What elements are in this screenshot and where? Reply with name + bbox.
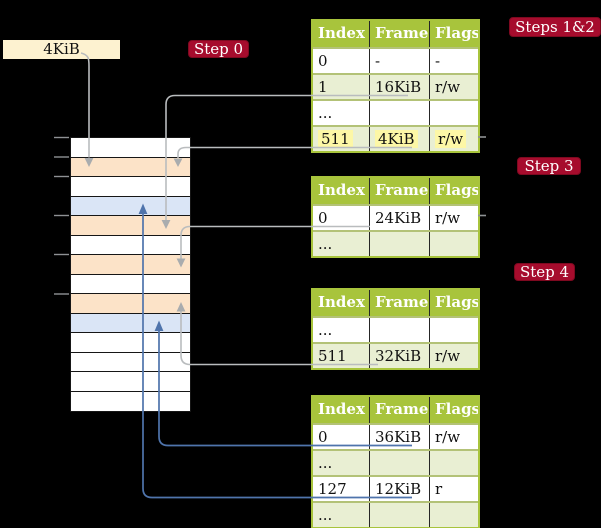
cell-frame xyxy=(369,503,429,527)
cell-flags xyxy=(429,318,478,342)
cell-frame xyxy=(369,232,429,256)
step-0-badge: Step 0 xyxy=(188,40,249,58)
col-header-flags: Flags xyxy=(429,397,478,423)
cell-flags: r/w xyxy=(429,127,478,151)
cell-index: 127 xyxy=(318,480,347,498)
memory-frame-0KiB xyxy=(71,138,190,158)
cell-frame: 32KiB xyxy=(369,344,429,368)
table-row-highlighted: 511 4KiB r/w xyxy=(313,125,478,151)
cell-flags xyxy=(429,232,478,256)
table-row: 1 16KiB r/w xyxy=(313,73,478,99)
col-header-index: Index xyxy=(318,24,365,42)
highlighted-value: 511 xyxy=(318,130,353,148)
table-row: ... xyxy=(313,99,478,125)
col-header-flags: Flags xyxy=(429,178,478,204)
memory-frame-12KiB xyxy=(71,196,190,216)
cell-flags: r xyxy=(429,477,478,501)
table-header-row: Index Frame Flags xyxy=(313,397,478,423)
cell-flags: r/w xyxy=(429,75,478,99)
address-tick-marks xyxy=(54,136,69,295)
cell-flags xyxy=(429,101,478,125)
page-size-label: 4KiB xyxy=(3,40,120,59)
cell-frame: 24KiB xyxy=(369,206,429,230)
cell-frame: - xyxy=(369,49,429,73)
cell-frame: 12KiB xyxy=(369,477,429,501)
memory-frame-28KiB xyxy=(71,274,190,294)
table-row: ... xyxy=(313,316,478,342)
memory-frame-16KiB xyxy=(71,216,190,236)
table-row: ... xyxy=(313,501,478,527)
physical-memory-column xyxy=(70,137,191,412)
memory-frame-52KiB xyxy=(71,391,190,411)
cell-frame: 4KiB xyxy=(369,127,429,151)
table-row: 0 - - xyxy=(313,47,478,73)
cell-frame xyxy=(369,318,429,342)
table-row: ... xyxy=(313,449,478,475)
step-3-badge: Step 3 xyxy=(517,157,581,175)
cell-index: 1 xyxy=(318,78,328,96)
cell-flags xyxy=(429,451,478,475)
table-row: ... xyxy=(313,230,478,256)
table-row: 0 24KiB r/w xyxy=(313,204,478,230)
table-row: 127 12KiB r xyxy=(313,475,478,501)
cell-frame: 36KiB xyxy=(369,425,429,449)
cell-index: ... xyxy=(318,506,333,524)
col-header-frame: Frame xyxy=(369,397,429,423)
cell-flags: - xyxy=(429,49,478,73)
table-row: 0 36KiB r/w xyxy=(313,423,478,449)
page-table-final: Index Frame Flags 0 36KiB r/w ... 127 12… xyxy=(311,395,480,528)
cell-flags: r/w xyxy=(429,425,478,449)
memory-frame-48KiB xyxy=(71,372,190,392)
cell-flags xyxy=(429,503,478,527)
table-row: 511 32KiB r/w xyxy=(313,342,478,368)
memory-frame-36KiB xyxy=(71,313,190,333)
cell-index: 511 xyxy=(318,347,347,365)
cell-index: 0 xyxy=(318,428,328,446)
cell-index: 511 xyxy=(313,127,369,151)
highlighted-value: r/w xyxy=(435,130,467,148)
table-header-row: Index Frame Flags xyxy=(313,21,478,47)
highlighted-value: 4KiB xyxy=(375,130,418,148)
table-header-row: Index Frame Flags xyxy=(313,178,478,204)
cell-index: 0 xyxy=(318,209,328,227)
col-header-frame: Frame xyxy=(369,290,429,316)
cell-frame: 16KiB xyxy=(369,75,429,99)
memory-frame-20KiB xyxy=(71,235,190,255)
memory-frame-32KiB xyxy=(71,294,190,314)
memory-frame-8KiB xyxy=(71,177,190,197)
col-header-frame: Frame xyxy=(369,21,429,47)
memory-frame-24KiB xyxy=(71,255,190,275)
cell-frame xyxy=(369,101,429,125)
memory-frame-44KiB xyxy=(71,352,190,372)
col-header-index: Index xyxy=(318,181,365,199)
memory-frame-4KiB xyxy=(71,157,190,177)
page-table-step-4: Index Frame Flags ... 511 32KiB r/w xyxy=(311,288,480,370)
steps-1-2-badge: Steps 1&2 xyxy=(509,17,601,37)
cell-index: ... xyxy=(318,235,333,253)
cell-index: 0 xyxy=(318,52,328,70)
page-table-step-3: Index Frame Flags 0 24KiB r/w ... xyxy=(311,176,480,258)
col-header-index: Index xyxy=(318,400,365,418)
cell-frame xyxy=(369,451,429,475)
cell-index: ... xyxy=(318,321,333,339)
col-header-index: Index xyxy=(318,293,365,311)
table-header-row: Index Frame Flags xyxy=(313,290,478,316)
cell-index: ... xyxy=(318,454,333,472)
page-table-steps-1-2: Index Frame Flags 0 - - 1 16KiB r/w ... … xyxy=(311,19,480,153)
cell-flags: r/w xyxy=(429,344,478,368)
step-4-badge: Step 4 xyxy=(514,263,575,281)
memory-frame-40KiB xyxy=(71,333,190,353)
cell-flags: r/w xyxy=(429,206,478,230)
col-header-flags: Flags xyxy=(429,290,478,316)
cell-index: ... xyxy=(318,104,333,122)
col-header-flags: Flags xyxy=(429,21,478,47)
col-header-frame: Frame xyxy=(369,178,429,204)
